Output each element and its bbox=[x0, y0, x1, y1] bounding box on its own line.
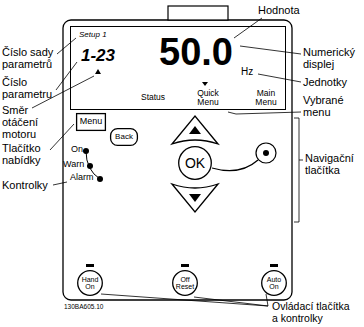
off-reset-button: Off Reset bbox=[172, 270, 198, 296]
down-arrow-symbol bbox=[189, 194, 201, 202]
callout-label: Hodnota bbox=[258, 4, 308, 16]
direction-indicator bbox=[95, 69, 101, 74]
setup-label: Setup 1 bbox=[79, 31, 107, 39]
callout-label: Jednotky bbox=[303, 76, 361, 88]
leader-line bbox=[266, 294, 268, 306]
menu-button: Menu bbox=[76, 113, 106, 131]
leader-line bbox=[194, 297, 268, 306]
back-button: Back bbox=[110, 128, 138, 146]
button-frame bbox=[77, 114, 106, 131]
unit-label: Hz bbox=[241, 67, 253, 78]
button-circle bbox=[179, 147, 212, 180]
menu-label: Quick Menu bbox=[193, 89, 223, 107]
menu-label: Status bbox=[141, 93, 165, 102]
hand-on-button: Hand On bbox=[77, 270, 103, 296]
leader-line bbox=[53, 182, 67, 185]
ok-button: OK bbox=[178, 146, 212, 180]
callout-label: Navigační tlačítka bbox=[305, 152, 362, 176]
label-slot bbox=[168, 6, 228, 20]
indicator-label: Warn bbox=[63, 160, 84, 170]
callout-label: Kontrolky bbox=[2, 179, 54, 191]
leader-line bbox=[240, 46, 301, 54]
leader-line bbox=[228, 112, 301, 114]
button-label: Menu bbox=[80, 117, 103, 126]
indicator-light bbox=[97, 176, 103, 182]
auto-on-button: Auto On bbox=[261, 270, 287, 296]
leader-line bbox=[234, 18, 262, 38]
up-arrow-symbol bbox=[189, 126, 201, 134]
button-led bbox=[181, 264, 189, 267]
callout-label: Ovládací tlačítka a kontrolky bbox=[272, 301, 354, 324]
up-button bbox=[172, 116, 218, 144]
value-readout: 50.0 bbox=[159, 33, 233, 71]
button-label: OK bbox=[185, 156, 205, 171]
callout-label: Číslo parametru bbox=[2, 76, 57, 100]
drawing-number: 130BA605.10 bbox=[64, 303, 103, 310]
navigation-arc bbox=[212, 160, 258, 171]
down-button bbox=[172, 184, 218, 212]
indicator-light bbox=[83, 148, 89, 154]
callout-label: Číslo sady parametrů bbox=[2, 46, 62, 70]
menu-label: Main Menu bbox=[251, 89, 281, 107]
button-circle bbox=[173, 271, 198, 296]
button-circle bbox=[78, 271, 103, 296]
leader-line bbox=[258, 74, 301, 82]
bracket-tick bbox=[299, 160, 303, 161]
button-label: Off Reset bbox=[175, 276, 195, 291]
indicator-label: Alarm bbox=[70, 173, 94, 183]
button-led bbox=[86, 264, 94, 267]
panel-housing bbox=[63, 20, 292, 300]
lcd-display: Setup 1 1-23 50.0HzStatus Quick Menu Main Me… bbox=[70, 26, 286, 110]
menu-indicator bbox=[202, 82, 208, 86]
button-led bbox=[270, 264, 278, 267]
navigation-knob bbox=[256, 143, 276, 163]
leader-line bbox=[50, 124, 74, 150]
callout-label: Vybrané menu bbox=[303, 94, 361, 118]
callout-label: Tlačítko nabídky bbox=[2, 142, 52, 166]
button-label: Auto On bbox=[264, 276, 284, 291]
leader-line bbox=[56, 62, 77, 90]
bracket bbox=[294, 118, 299, 222]
button-label: Back bbox=[115, 133, 133, 141]
knob-dot bbox=[263, 150, 269, 156]
button-label: Hand On bbox=[80, 276, 100, 291]
indicator-light bbox=[87, 163, 93, 169]
button-frame bbox=[111, 129, 138, 146]
button-circle bbox=[262, 271, 287, 296]
indicator-label: On bbox=[71, 145, 83, 155]
callout-label: Numerický displej bbox=[303, 46, 361, 70]
leader-line bbox=[57, 38, 76, 54]
parameter-number: 1-23 bbox=[81, 47, 115, 65]
callout-label: Směr otáčení motoru bbox=[2, 104, 52, 140]
